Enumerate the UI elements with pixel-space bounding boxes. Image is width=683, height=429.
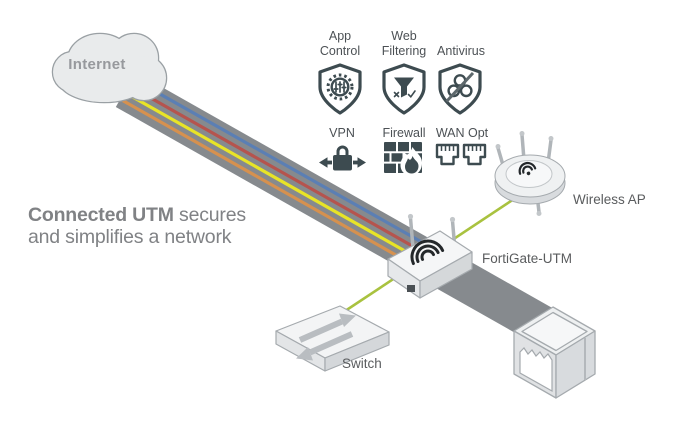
trunk-traffic-stripes [122,78,430,269]
firewall-label: Firewall [382,126,426,140]
flame-glyph [400,147,422,176]
switch-arrows-icon [296,313,356,361]
endpoint-printer-device [513,306,596,399]
stripe-orange [122,99,418,269]
padlock-arrows-icon [319,145,366,171]
app-control-label: App Control [319,29,361,58]
wireless-ap-label: Wireless AP [573,192,646,207]
antenna-tip [536,211,542,216]
vpn-label: VPN [329,126,355,140]
web-filtering-label: Web Filtering [381,29,427,58]
switch-label: Switch [342,356,382,371]
headline-rest: secures and simplifies a network [28,204,246,249]
ethernet-pins [440,146,482,151]
antenna-tip [449,216,456,223]
gear-sliders-glyph [326,73,354,101]
biohazard-glyph [445,71,475,103]
wifi-signal-icon [410,239,445,266]
shield-gear-icon [318,63,362,115]
wifi-signal-icon [518,161,537,176]
antenna-tip [407,213,414,220]
padlock-glyph [319,145,366,171]
internet-label: Internet [68,56,126,73]
brick-wall-flame-icon [384,142,422,176]
shield-biohazard-icon [438,63,482,115]
internet-trunk-band [115,72,571,354]
switch-chassis [275,305,390,372]
ethernet-ports-icon [435,143,487,166]
antenna-tip [519,131,525,136]
stripe-yellow [125,92,422,262]
antivirus-label: Antivirus [437,44,485,58]
wireless-ap-device [494,131,566,216]
funnel-glyph [393,77,416,99]
stripe-red [129,85,426,255]
antenna-tip [548,136,554,141]
headline-bold: Connected UTM [28,204,174,226]
shield-funnel-icon [382,63,426,115]
internet-cloud [51,32,168,104]
cloud-fill [53,34,166,102]
printer-paper [519,347,553,393]
wan-opt-label: WAN Opt [435,126,489,140]
stripe-blue [133,78,430,248]
fortigate-label: FortiGate-UTM [482,251,573,266]
headline: Connected UTM secures and simplifies a n… [28,204,276,248]
fortigate-port [407,285,415,292]
antenna-tip [495,144,501,149]
fortigate-device [387,213,473,299]
switch-device [275,305,390,372]
